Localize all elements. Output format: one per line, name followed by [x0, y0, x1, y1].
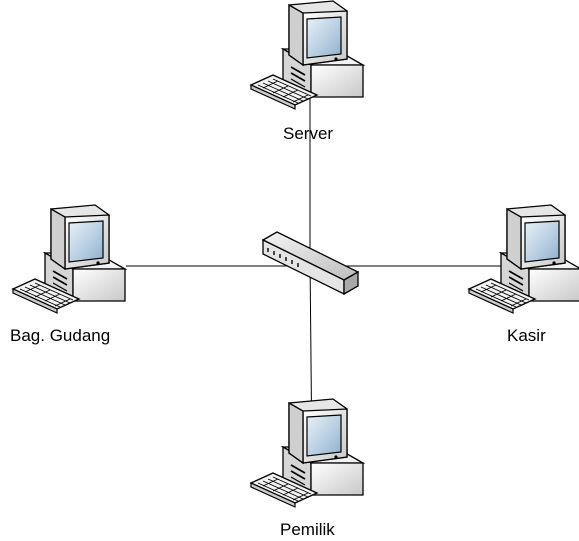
- kasir-label: Kasir: [507, 326, 546, 345]
- gudang-computer-icon: [12, 204, 126, 314]
- server-computer-icon: [250, 0, 364, 110]
- pemilik-computer-icon: [250, 398, 364, 508]
- pemilik-label: Pemilik: [280, 520, 335, 539]
- network-switch-icon: [261, 231, 360, 296]
- kasir-computer-icon: [468, 204, 579, 314]
- gudang-label: Bag. Gudang: [10, 326, 111, 345]
- server-label: Server: [283, 124, 334, 143]
